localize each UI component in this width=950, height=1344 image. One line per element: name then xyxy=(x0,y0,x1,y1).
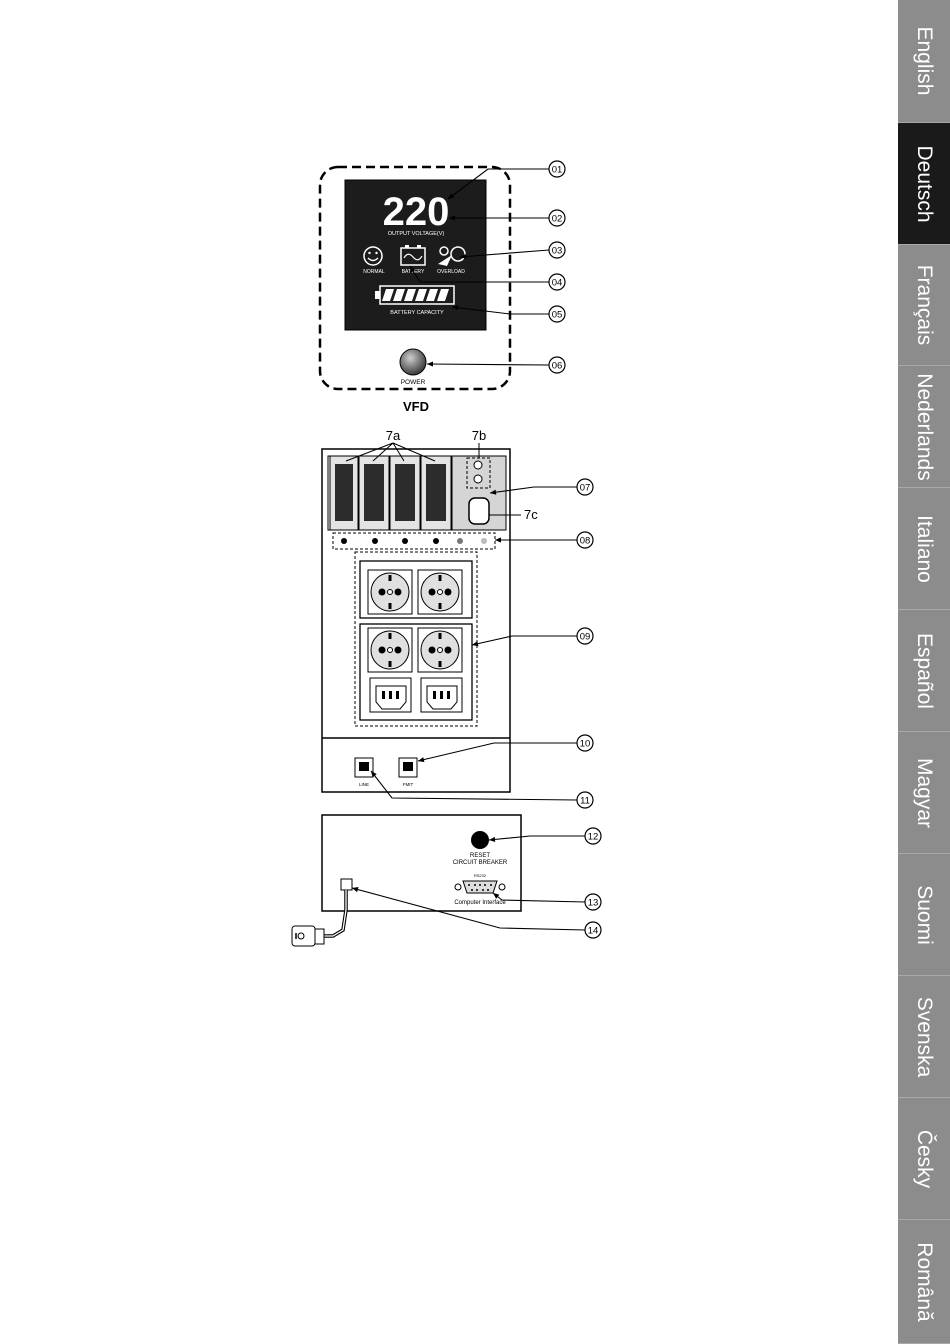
side-panel: RESET CIRCUIT BREAKER RS232 Computer Int… xyxy=(292,815,521,946)
callout-14: 14 xyxy=(352,887,601,938)
rj45-line-port[interactable] xyxy=(355,758,373,777)
language-tab[interactable]: Română xyxy=(898,1220,950,1344)
callout-number: 03 xyxy=(552,246,563,257)
reset-label: RESET xyxy=(470,853,490,859)
callout-leader-line xyxy=(489,836,585,840)
status-led xyxy=(341,538,347,544)
callout-06: 06 xyxy=(427,357,565,373)
language-tab[interactable]: Deutsch xyxy=(898,123,950,245)
rj45-fmit-port[interactable] xyxy=(399,758,417,777)
language-tab[interactable]: Español xyxy=(898,610,950,732)
breaker-switch[interactable] xyxy=(335,464,353,521)
reset-circuit-breaker-button[interactable] xyxy=(471,831,489,849)
language-tab-label: Italiano xyxy=(912,515,936,583)
power-label: POWER xyxy=(401,379,426,386)
callout-leader-line xyxy=(472,636,577,645)
label-7c: 7c xyxy=(524,507,538,522)
breaker-switch[interactable] xyxy=(426,464,446,521)
led-strip xyxy=(333,533,495,549)
vfd-caption: VFD xyxy=(403,399,429,414)
fmit-port-label: FMIT xyxy=(403,782,414,787)
language-tab-label: Česky xyxy=(912,1129,936,1187)
circuit-breaker-label: CIRCUIT BREAKER xyxy=(453,860,508,866)
language-tab-label: Română xyxy=(912,1242,936,1321)
breaker-switch[interactable] xyxy=(395,464,415,521)
label-7b: 7b xyxy=(472,428,486,443)
language-tab-label: Français xyxy=(912,265,936,346)
callout-number: 08 xyxy=(580,536,591,547)
rs232-label: RS232 xyxy=(474,873,487,878)
status-led xyxy=(481,538,487,544)
callout-number: 13 xyxy=(588,898,599,909)
line-port-label: LINE xyxy=(359,782,369,787)
callout-number: 06 xyxy=(552,361,563,372)
power-button[interactable] xyxy=(400,349,426,375)
callout-number: 04 xyxy=(552,278,563,289)
language-tab[interactable]: English xyxy=(898,0,950,123)
schuko-socket[interactable] xyxy=(418,570,462,614)
voltage-readout: 220 xyxy=(383,190,450,234)
rear-panel: 7a 7b 7c xyxy=(322,428,538,792)
status-led xyxy=(372,538,378,544)
callout-leader-line xyxy=(418,743,577,761)
vfd-front-panel: 220 OUTPUT VOLTAGE(V) NORMAL BATTERY OVE… xyxy=(320,167,510,414)
callout-number: 01 xyxy=(552,165,563,176)
status-led xyxy=(457,538,463,544)
callout-leader-line xyxy=(352,888,585,930)
overload-label: OVERLOAD xyxy=(437,269,465,275)
callout-number: 09 xyxy=(580,632,591,643)
indicator-light xyxy=(474,461,482,469)
language-tab-label: Svenska xyxy=(912,996,936,1077)
language-tab[interactable]: Italiano xyxy=(898,488,950,610)
ups-diagram: 220 OUTPUT VOLTAGE(V) NORMAL BATTERY OVE… xyxy=(0,0,898,1344)
callout-10: 10 xyxy=(418,735,593,762)
language-tab[interactable]: Suomi xyxy=(898,854,950,976)
callout-arrowhead xyxy=(495,537,501,542)
language-tab-label: Nederlands xyxy=(912,373,936,480)
callout-number: 12 xyxy=(588,832,599,843)
status-led xyxy=(402,538,408,544)
callout-number: 10 xyxy=(580,739,591,750)
callout-number: 11 xyxy=(580,796,590,807)
rs232-port[interactable] xyxy=(455,881,505,893)
schuko-socket[interactable] xyxy=(368,628,412,672)
language-tab-label: Magyar xyxy=(912,757,936,827)
main-switch-7c[interactable] xyxy=(469,498,489,524)
iec-outlet[interactable] xyxy=(421,678,462,712)
language-tab[interactable]: Česky xyxy=(898,1098,950,1220)
status-led xyxy=(433,538,439,544)
language-tab[interactable]: Magyar xyxy=(898,732,950,854)
callout-13: 13 xyxy=(493,893,601,910)
language-tab[interactable]: Nederlands xyxy=(898,366,950,488)
label-7a: 7a xyxy=(386,428,401,443)
callout-12: 12 xyxy=(489,828,601,844)
schuko-socket[interactable] xyxy=(368,570,412,614)
callout-leader-line xyxy=(427,364,549,365)
callout-number: 02 xyxy=(552,214,563,225)
language-tab-label: Español xyxy=(912,633,936,709)
language-tab-label: Deutsch xyxy=(912,145,936,222)
language-tab-label: English xyxy=(912,27,936,96)
circuit-breaker-group xyxy=(330,456,451,530)
schuko-socket[interactable] xyxy=(418,628,462,672)
callout-number: 05 xyxy=(552,310,563,321)
language-tab-label: Suomi xyxy=(912,885,936,945)
language-tab[interactable]: Français xyxy=(898,245,950,366)
callout-number: 07 xyxy=(580,483,591,494)
output-voltage-label: OUTPUT VOLTAGE(V) xyxy=(388,231,445,237)
callout-arrowhead xyxy=(427,361,433,366)
language-tab-bar: EnglishDeutschFrançaisNederlandsItaliano… xyxy=(898,0,950,1344)
breaker-switch[interactable] xyxy=(364,464,384,521)
callout-arrowhead xyxy=(418,757,424,762)
iec-outlet[interactable] xyxy=(370,678,411,712)
indicator-light xyxy=(474,475,482,483)
language-tab[interactable]: Svenska xyxy=(898,976,950,1098)
callout-09: 09 xyxy=(472,628,593,646)
battery-capacity-label: BATTERY CAPACITY xyxy=(390,310,444,316)
computer-interface-label: Computer Interface xyxy=(454,900,506,906)
normal-label: NORMAL xyxy=(363,269,385,275)
callout-number: 14 xyxy=(588,926,599,937)
callout-leader-line xyxy=(493,893,585,902)
